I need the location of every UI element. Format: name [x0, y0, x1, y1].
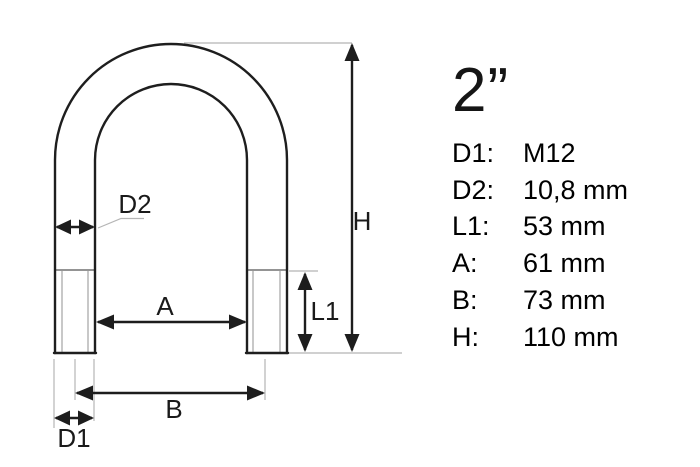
- thread-lines: [61, 271, 281, 352]
- spec-value: 73 mm: [523, 285, 606, 316]
- spec-value: 61 mm: [523, 248, 606, 279]
- spec-value: 110 mm: [523, 321, 619, 352]
- spec-row-b: B: 73 mm: [452, 282, 628, 319]
- dim-arrow-d1: [54, 410, 94, 426]
- dim-arrow-d2: [55, 219, 95, 235]
- d2-leader-line: [97, 217, 144, 229]
- spec-value: 53 mm: [523, 211, 606, 242]
- spec-row-l1: L1: 53 mm: [452, 209, 628, 246]
- dim-arrow-h: [344, 43, 360, 352]
- spec-row-a: A: 61 mm: [452, 245, 628, 282]
- spec-value: M12: [523, 137, 576, 168]
- label-h: H: [353, 206, 372, 236]
- dimension-labels: D2 A B D1 L1 H: [57, 189, 371, 453]
- label-l1: L1: [311, 296, 340, 326]
- label-d1: D1: [57, 423, 90, 453]
- spec-label: L1:: [452, 211, 490, 242]
- spec-value: 10,8 mm: [523, 174, 629, 205]
- spec-list: D1: M12 D2: 10,8 mm L1: 53 mm A: 61 mm B…: [452, 135, 628, 356]
- spec-label: B:: [452, 285, 478, 316]
- spec-row-d2: D2: 10,8 mm: [452, 172, 628, 209]
- dim-arrow-b: [75, 385, 265, 401]
- ubolt-technical-drawing: D2 A B D1 L1 H: [52, 42, 402, 453]
- spec-label: D2:: [452, 174, 495, 205]
- dim-arrow-a: [96, 314, 247, 330]
- extension-lines: [53, 42, 402, 428]
- ubolt-outer-contour: [53, 42, 289, 355]
- label-a: A: [156, 291, 174, 321]
- spec-label: A:: [452, 248, 478, 279]
- spec-row-h: H: 110 mm: [452, 319, 628, 356]
- spec-label: H:: [452, 321, 479, 352]
- size-title: 2”: [452, 56, 510, 125]
- dimension-arrows: [54, 43, 360, 426]
- dim-arrow-l1: [297, 272, 313, 352]
- spec-row-d1: D1: M12: [452, 135, 628, 172]
- spec-label: D1:: [452, 137, 495, 168]
- label-b: B: [165, 394, 182, 424]
- ubolt-outline: [52, 42, 290, 355]
- label-d2: D2: [118, 189, 151, 219]
- ubolt-inner-contour: [93, 82, 249, 355]
